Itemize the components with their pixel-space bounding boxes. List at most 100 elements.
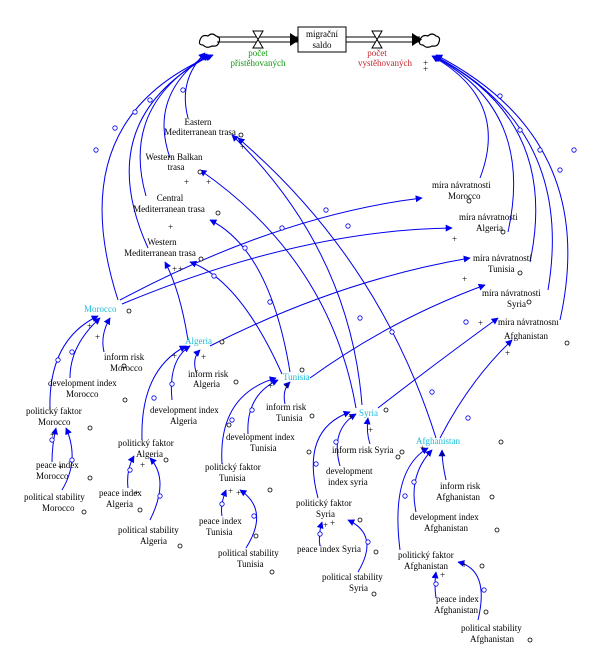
tunisia-cluster: Tunisia inform risk Tunisia development …	[199, 372, 310, 569]
risk-afghan-2: Afghanistan	[436, 492, 480, 502]
peace-algeria-1: peace index	[99, 488, 142, 498]
polarity-plus-sign: +	[228, 486, 233, 496]
dev-tunisia-1: development index	[226, 432, 295, 442]
polarity-plus-sign: +	[240, 142, 245, 152]
polarity-plus-sign: +	[420, 443, 425, 453]
polit-tunisia-1: politický faktor	[205, 462, 261, 472]
stock-label-1: migrační	[306, 29, 338, 39]
link-risk-tunisia	[283, 381, 291, 405]
link-polit-syria	[312, 410, 351, 499]
link-stab-afghan	[457, 560, 482, 621]
polarity-plus-sign: +	[87, 321, 92, 331]
rr-syria-2: Syria	[507, 299, 526, 309]
link-polit-morocco	[49, 315, 99, 411]
polarity-plus-sign: +	[206, 177, 211, 187]
link-rr-morocco-outflow	[431, 55, 489, 179]
link-syria-eastern	[231, 134, 363, 406]
route-central-1: Central	[157, 193, 184, 203]
rr-tunisia-2: Tunisia	[488, 264, 515, 274]
inflow-label-2: přistěhovaných	[231, 58, 286, 68]
stab-afghan-2: Afghanistan	[470, 634, 514, 644]
polarity-plus-sign: +	[178, 264, 183, 274]
outflow-valve-icon	[371, 30, 383, 49]
polarity-plus-sign: +	[440, 450, 445, 460]
route-eastern-1: Eastern	[185, 117, 212, 127]
rr-afghan-2: Afghanistan	[504, 331, 548, 341]
dev-tunisia-2: Tunisia	[250, 443, 277, 453]
morocco-cluster: Morocco inform risk Morocco development …	[24, 304, 145, 513]
link-dev-afghan	[413, 449, 433, 513]
polarity-plus-sign: +	[140, 460, 145, 470]
polit-afghan-1: politický faktor	[398, 550, 454, 560]
source-cloud-icon	[198, 33, 221, 48]
rr-tunisia-1: míra návratnosti	[473, 253, 532, 263]
causal-links	[49, 52, 569, 621]
route-western-1: Western	[147, 237, 177, 247]
outflow-pipe	[346, 33, 422, 46]
stab-syria-2: Syria	[349, 583, 368, 593]
risk-algeria-1: inform risk	[188, 369, 229, 379]
link-risk-afghan	[438, 449, 447, 481]
dev-morocco-2: Morocco	[66, 389, 99, 399]
polarity-plus-sign: +	[168, 222, 173, 232]
polarity-plus-sign: +	[50, 430, 55, 440]
link-dev-morocco	[69, 317, 101, 379]
risk-syria-1: inform risk Syria	[332, 445, 394, 455]
polarity-plus-sign: +	[236, 488, 241, 498]
polit-syria-1: politický faktor	[296, 498, 352, 508]
dev-afghan-1: development index	[410, 512, 479, 522]
link-risk-syria	[363, 417, 371, 445]
dev-syria-2: index syria	[328, 477, 368, 487]
inflow-label-1: počet	[248, 48, 268, 58]
link-rr-algeria-outflow	[432, 55, 515, 233]
route-central-2: Mediterranean trasa	[133, 204, 205, 214]
rr-algeria-1: míra návratnosti	[459, 212, 518, 222]
rr-algeria-2: Algeria	[476, 223, 503, 233]
link-rr-afghan-outflow	[435, 54, 569, 321]
risk-afghan-1: inform risk	[440, 481, 481, 491]
polarity-plus-sign: +	[462, 274, 467, 284]
link-algeria-rr	[209, 255, 471, 347]
route-balkan-1: Western Balkan	[145, 152, 203, 162]
polarity-plus-sign: +	[201, 352, 206, 362]
risk-algeria-2: Algeria	[193, 379, 220, 389]
link-afghan-rr	[439, 339, 513, 439]
stock-box	[297, 26, 347, 53]
polarity-plus-sign: +	[323, 520, 328, 530]
polarity-plus-sign: +	[440, 570, 445, 580]
polit-algeria-1: politický faktor	[118, 438, 174, 448]
link-stab-tunisia	[239, 489, 258, 549]
sink-cloud-icon	[418, 33, 441, 48]
peace-algeria-2: Algeria	[106, 499, 133, 509]
link-polit-afghan	[397, 447, 429, 551]
link-polit-tunisia	[221, 376, 277, 465]
polarity-plus-sign: +	[268, 381, 273, 391]
polit-tunisia-2: Tunisia	[219, 473, 246, 483]
link-morocco-rr	[119, 195, 423, 301]
link-morocco-inflow	[101, 54, 214, 301]
polarity-plus-sign: +	[330, 518, 335, 528]
peace-afghan-2: Afghanistan	[434, 605, 478, 615]
stock-label-2: saldo	[313, 40, 332, 50]
link-dev-syria	[336, 413, 357, 467]
route-western-2: Mediterranean trasa	[124, 248, 196, 258]
route-balkan-2: trasa	[168, 162, 185, 172]
outflow-sign-plus: +	[423, 58, 428, 68]
polit-afghan-2: Afghanistan	[404, 561, 448, 571]
stab-morocco-2: Morocco	[42, 503, 75, 513]
outflow-label-2: vystěhovaných	[358, 58, 412, 68]
country-afghanistan: Afghanistan	[416, 436, 460, 446]
link-afghan-eastern	[237, 137, 437, 439]
dev-syria-1: development	[326, 466, 373, 476]
polit-algeria-2: Algeria	[136, 449, 163, 459]
link-peace-morocco	[51, 427, 58, 463]
risk-morocco-2: Morocco	[110, 363, 143, 373]
polarity-signs: + + + + + + + + + + + + + + + + + + + + …	[50, 142, 510, 580]
polarity-plus-sign: +	[172, 351, 177, 361]
link-markers	[49, 87, 577, 593]
peace-syria-1: peace index Syria	[297, 544, 361, 554]
peace-morocco-1: peace index	[36, 460, 79, 470]
dev-afghan-2: Afghanistan	[424, 523, 468, 533]
link-polit-algeria	[141, 345, 187, 441]
polarity-plus-sign: +	[452, 234, 457, 244]
